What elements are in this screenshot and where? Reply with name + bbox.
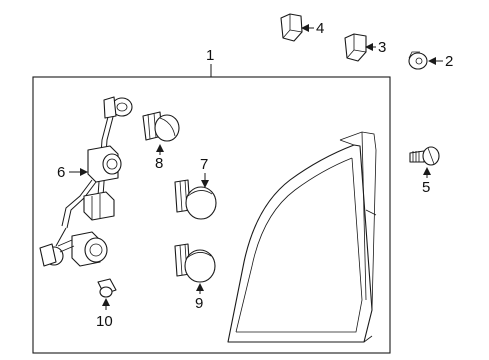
callout-10-label: 10 — [96, 313, 113, 330]
callout-4-arrow — [301, 24, 309, 32]
callout-8-label: 8 — [155, 155, 163, 172]
callout-7-label: 7 — [200, 156, 208, 173]
tail-lamp-lens — [227, 131, 377, 343]
part-4-clip — [280, 13, 303, 42]
callout-10-arrow — [102, 298, 110, 306]
callout-5-label: 5 — [422, 179, 430, 196]
callout-4[interactable]: 4 — [301, 20, 324, 37]
callout-6-label: 6 — [57, 164, 65, 181]
callout-9[interactable]: 9 — [195, 283, 204, 312]
part-3-clip — [344, 33, 367, 62]
part-10-wedge-bulb — [97, 278, 117, 298]
part-5-screw — [409, 146, 440, 166]
callout-2-label: 2 — [445, 53, 453, 70]
callout-8[interactable]: 8 — [155, 144, 164, 172]
callout-5[interactable]: 5 — [422, 167, 431, 196]
callout-7[interactable]: 7 — [200, 156, 209, 188]
callout-4-label: 4 — [316, 20, 324, 37]
callout-9-arrow — [196, 283, 204, 291]
callout-10[interactable]: 10 — [96, 298, 113, 330]
callout-9-label: 9 — [195, 295, 203, 312]
callout-3[interactable]: 3 — [365, 39, 386, 56]
callout-7-arrow — [201, 180, 209, 188]
callout-6-arrow — [80, 168, 88, 176]
callout-1[interactable]: 1 — [206, 47, 214, 77]
callout-2-arrow — [428, 57, 436, 65]
part-9-bulb — [174, 243, 216, 283]
callout-1-label: 1 — [206, 47, 214, 64]
callout-3-arrow — [365, 43, 373, 51]
callout-3-label: 3 — [378, 39, 386, 56]
callout-8-arrow — [156, 144, 164, 152]
part-8-bulb — [142, 111, 180, 142]
part-2-push-nut — [408, 51, 428, 70]
part-7-bulb — [174, 179, 217, 220]
callout-2[interactable]: 2 — [428, 53, 453, 70]
callout-5-arrow — [423, 167, 431, 175]
callout-6[interactable]: 6 — [57, 164, 88, 181]
part-6-wiring-harness — [39, 96, 133, 267]
